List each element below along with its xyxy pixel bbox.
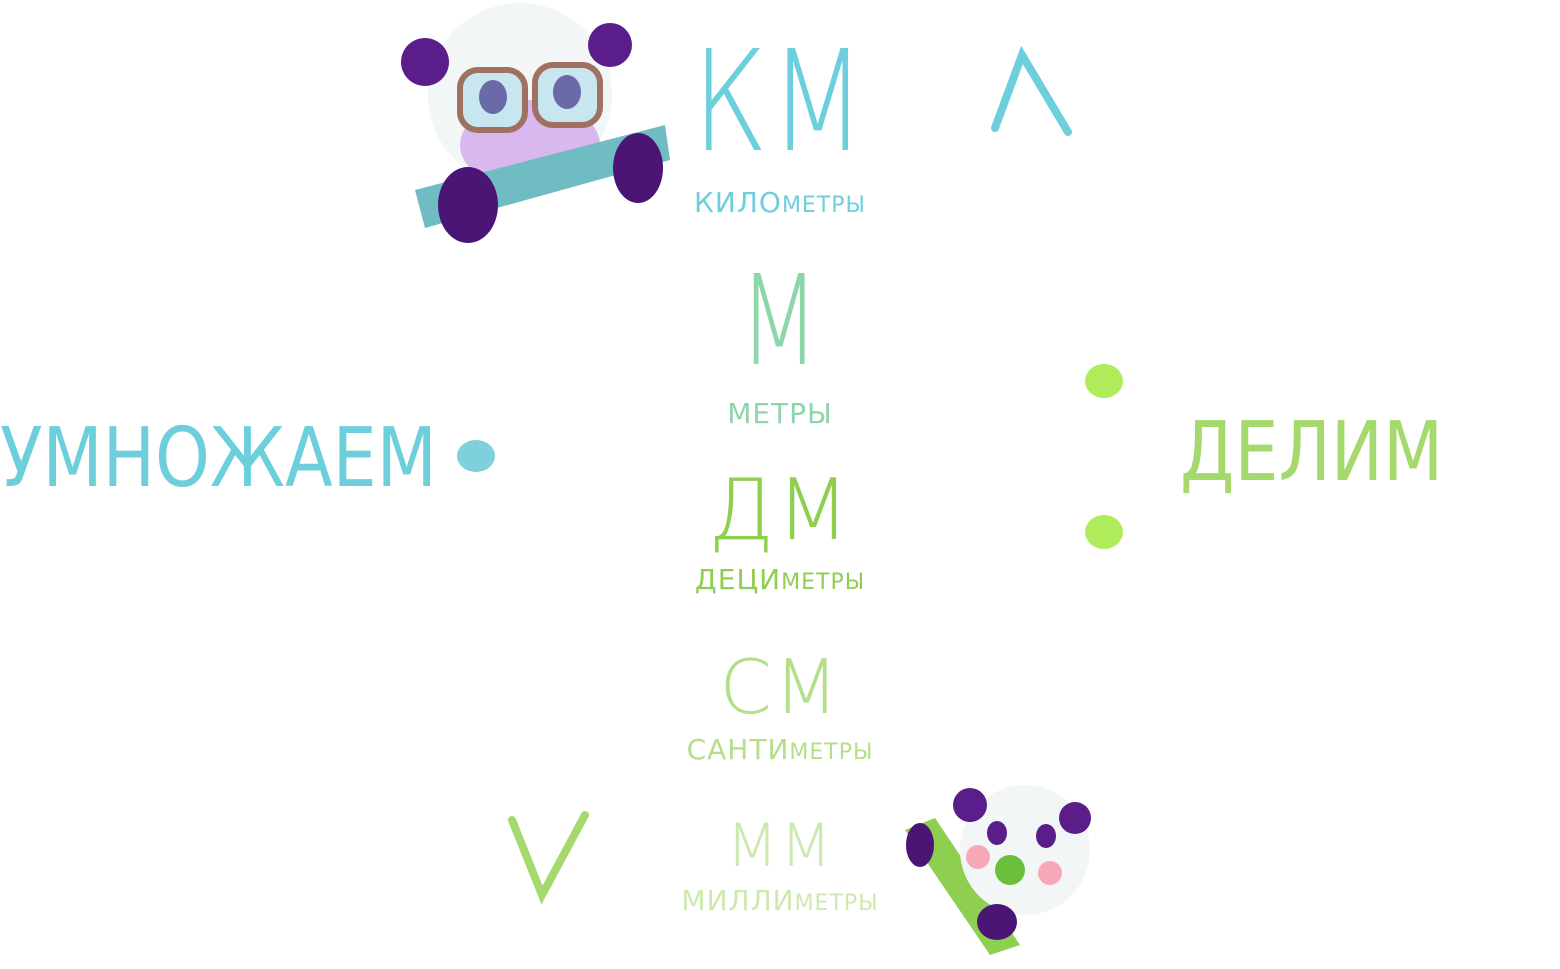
unit-decimeters: ДМ ДЕЦИМЕТРЫ xyxy=(600,462,960,598)
down-arrow xyxy=(508,196,589,905)
unit-millimeters: ММ МИЛЛИМЕТРЫ xyxy=(600,812,960,919)
multiply-label: УМНОЖАЕМ xyxy=(0,411,437,506)
unit-name: ДЕЦИМЕТРЫ xyxy=(600,562,960,598)
unit-meters: М МЕТРЫ xyxy=(600,250,960,432)
divide-colon-bottom-icon xyxy=(1085,515,1123,549)
unit-suffix: МЕТРЫ xyxy=(781,193,866,218)
unit-name: САНТИМЕТРЫ xyxy=(600,732,960,768)
divide-colon-top-icon xyxy=(1085,364,1123,398)
multiply-dot-icon xyxy=(457,440,495,472)
unit-name: КИЛОМЕТРЫ xyxy=(600,185,960,221)
unit-suffix: МЕТРЫ xyxy=(781,569,866,595)
panda-bottom xyxy=(905,785,1091,955)
unit-centimeters: СМ САНТИМЕТРЫ xyxy=(600,644,960,769)
unit-abbr: СМ xyxy=(719,643,841,731)
unit-kilometers: КМ КИЛОМЕТРЫ xyxy=(600,22,960,221)
unit-name: МИЛЛИМЕТРЫ xyxy=(600,883,960,919)
unit-prefix: ДЕЦИ xyxy=(694,562,782,596)
unit-suffix: МЕТРЫ xyxy=(727,396,833,430)
unit-abbr: КМ xyxy=(692,21,868,184)
unit-abbr: ДМ xyxy=(708,461,852,560)
unit-prefix: КИЛО xyxy=(694,186,782,219)
unit-abbr: М xyxy=(738,249,822,394)
unit-prefix: САНТИ xyxy=(686,733,790,767)
unit-suffix: МЕТРЫ xyxy=(794,891,879,916)
unit-prefix: МИЛЛИ xyxy=(681,884,795,917)
unit-abbr: ММ xyxy=(726,811,834,881)
panda-top xyxy=(401,3,670,243)
divide-label: ДЕЛИМ xyxy=(1180,405,1444,500)
up-arrow xyxy=(991,45,1072,804)
unit-name: МЕТРЫ xyxy=(600,396,960,432)
unit-suffix: МЕТРЫ xyxy=(789,740,874,766)
